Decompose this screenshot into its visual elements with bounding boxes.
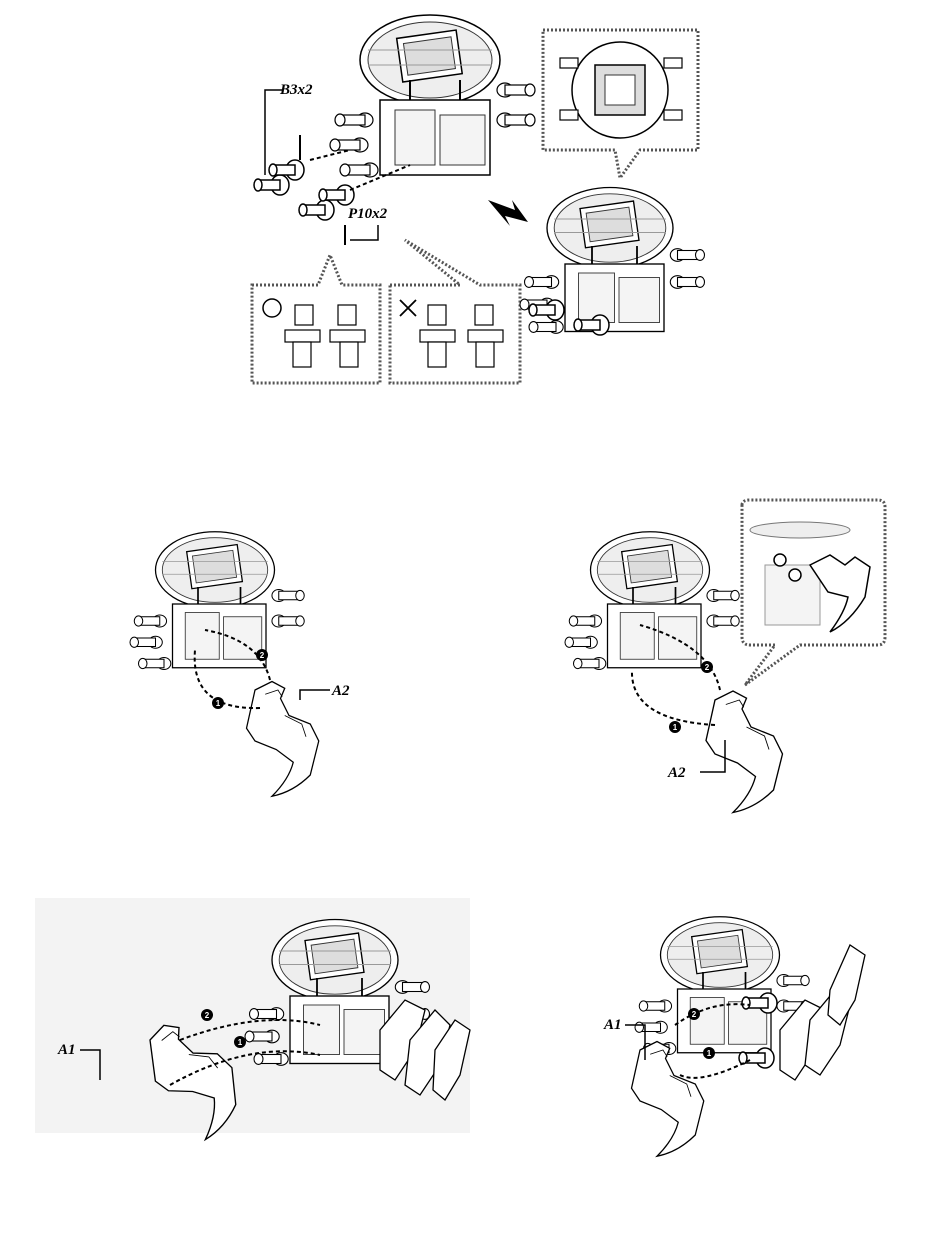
step5-assembly [625,917,865,1157]
step3-arrow-1 [632,670,715,725]
step4-label-a1: A1 [57,1042,76,1058]
step1-result-assembly [520,188,705,336]
a2-leader-line [300,690,330,700]
next-step-arrow-icon [488,200,528,226]
step3-detail-callout [742,500,885,685]
step1-main-assembly [254,15,535,245]
label-p10: P10x2 [348,206,388,222]
step3-number-2: 2 [705,663,710,672]
step5-number-1: 1 [707,1049,712,1058]
step2-number-2: 2 [260,651,265,660]
step3-number-1: 1 [673,723,678,732]
step2-label-a2: A2 [331,683,350,699]
step5-label-a1: A1 [603,1017,622,1033]
step5-arrow-1 [680,1060,750,1078]
insert-arrow-top [310,150,350,160]
b3-leader-line [265,90,282,175]
label-b3: B3x2 [279,82,313,98]
step5-number-2: 2 [692,1010,697,1019]
top-view-callout [543,30,698,178]
p10-leader-line [350,225,378,240]
step2-assembly [130,532,330,797]
step4-number-2: 2 [205,1011,210,1020]
step4-number-1: 1 [238,1038,243,1047]
step2-number-1: 1 [216,699,221,708]
correct-detail-box [252,255,380,383]
step3-label-a2: A2 [667,765,686,781]
wrong-detail-box [390,240,520,383]
